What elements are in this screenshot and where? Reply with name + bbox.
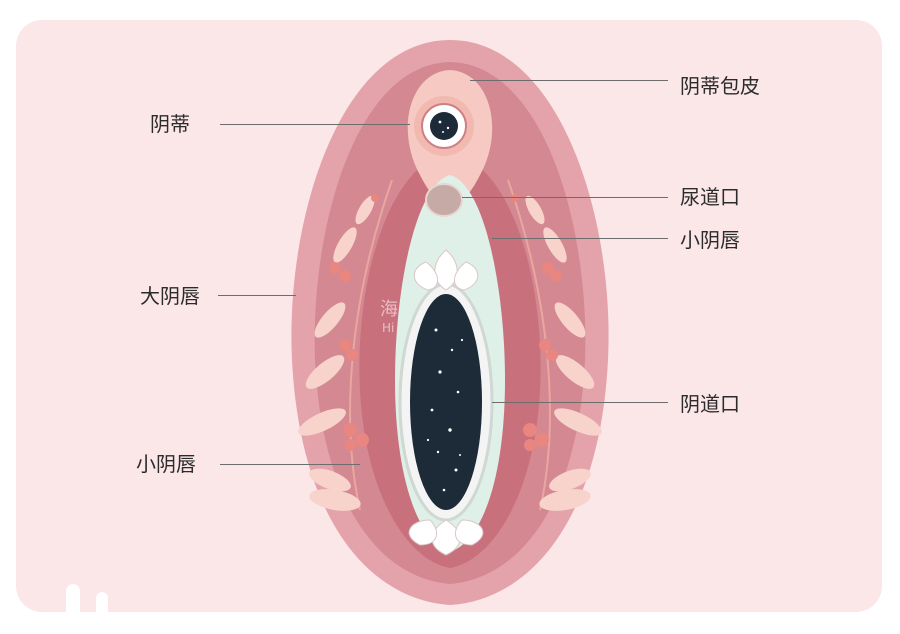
leader-labia-minora-right [492,238,668,239]
leader-clitoris [220,124,410,125]
clitoris-flower [414,96,474,156]
right-leaf-branch [507,179,602,511]
opening-dots [426,328,464,492]
leader-vaginal-opening [492,402,668,403]
upper-flower [413,249,479,291]
left-leaf-branch [298,179,393,511]
label-vaginal-opening: 阴道口 [680,392,740,416]
leader-urethral-opening [462,197,668,198]
label-clitoris: 阴蒂 [150,112,190,136]
decor-drip-2 [96,592,108,634]
leader-labia-majora [218,295,296,296]
vaginal-opening-shape [410,294,482,510]
urethral-opening-shape [425,183,463,217]
label-clitoral-hood: 阴蒂包皮 [680,74,760,98]
watermark-line1: 海 [380,299,398,320]
watermark: 海 Hi [380,299,398,335]
label-urethral-opening: 尿道口 [680,185,740,209]
decor-drip-1 [66,584,80,634]
label-labia-minora-left: 小阴唇 [136,452,196,476]
label-labia-majora: 大阴唇 [140,284,200,308]
leader-labia-minora-left [220,464,360,465]
lower-flower [408,519,484,556]
leader-clitoral-hood [470,80,668,81]
label-labia-minora-right: 小阴唇 [680,228,740,252]
watermark-line2: Hi [382,321,394,335]
